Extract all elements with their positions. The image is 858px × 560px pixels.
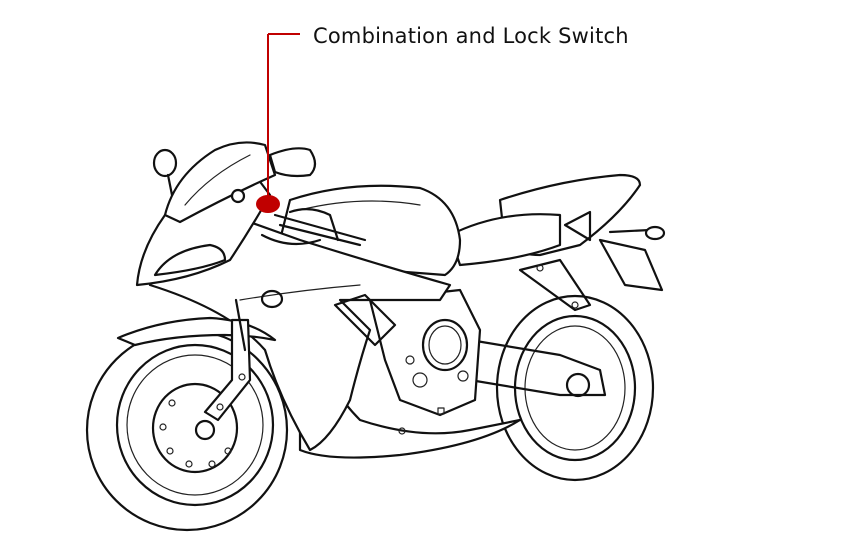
callout-label-combination-lock-switch: Combination and Lock Switch xyxy=(313,24,629,48)
mirror xyxy=(152,147,317,197)
lock-switch-marker xyxy=(256,195,280,213)
engine xyxy=(368,288,482,417)
tail-section xyxy=(448,173,666,292)
side-fairing xyxy=(148,213,452,452)
front-wheel xyxy=(85,328,289,532)
callout-leader xyxy=(256,33,300,213)
rear-wheel xyxy=(495,294,655,482)
handlebar xyxy=(260,208,367,247)
front-forks xyxy=(203,298,252,422)
front-fairing xyxy=(135,141,277,287)
